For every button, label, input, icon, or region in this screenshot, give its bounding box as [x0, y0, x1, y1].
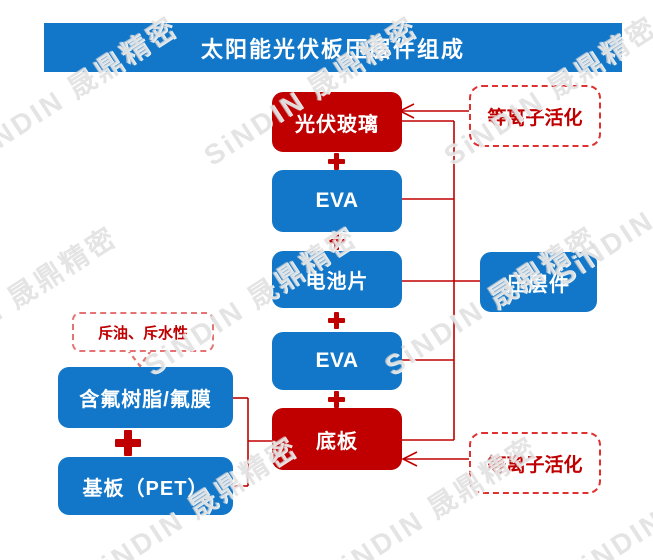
fluoro-film-box: 含氟树脂/氟膜: [58, 367, 233, 428]
repellency-note-box: 斥油、斥水性: [72, 312, 214, 352]
pet-substrate-label: 基板（PET）: [82, 477, 209, 500]
layer-label-cell: 电池片: [305, 271, 369, 293]
plus-icon-left: [115, 430, 141, 456]
layer-label-eva-1: EVA: [315, 189, 359, 212]
layer-box-glass: 光伏玻璃: [272, 92, 402, 152]
page-title: 太阳能光伏板压层件组成: [200, 36, 465, 62]
laminate-box: 压层件: [480, 252, 597, 312]
plasma-activation-bottom-label: 等离子活化: [487, 454, 583, 476]
layer-box-cell: 电池片: [272, 251, 402, 308]
layer-label-eva-2: EVA: [315, 349, 359, 372]
layer-box-eva-1: EVA: [272, 170, 402, 232]
plasma-activation-bottom-box: 等离子活化: [469, 432, 601, 494]
pet-substrate-box: 基板（PET）: [58, 457, 233, 515]
title-bar: 太阳能光伏板压层件组成: [44, 23, 622, 72]
plus-icon-2: [328, 233, 345, 250]
fluoro-film-label: 含氟树脂/氟膜: [79, 389, 212, 411]
layer-label-backsheet: 底板: [316, 430, 358, 453]
plus-icon-3: [328, 312, 345, 329]
plus-icon-4: [328, 391, 345, 408]
layer-box-eva-2: EVA: [272, 332, 402, 390]
layer-label-glass: 光伏玻璃: [295, 113, 379, 136]
plasma-activation-top-box: 等离子活化: [469, 85, 601, 147]
plasma-activation-top-label: 等离子活化: [487, 107, 583, 129]
layer-box-backsheet: 底板: [272, 408, 402, 470]
repellency-note-label: 斥油、斥水性: [97, 324, 188, 342]
plus-icon-1: [328, 153, 345, 170]
laminate-label: 压层件: [507, 273, 570, 296]
